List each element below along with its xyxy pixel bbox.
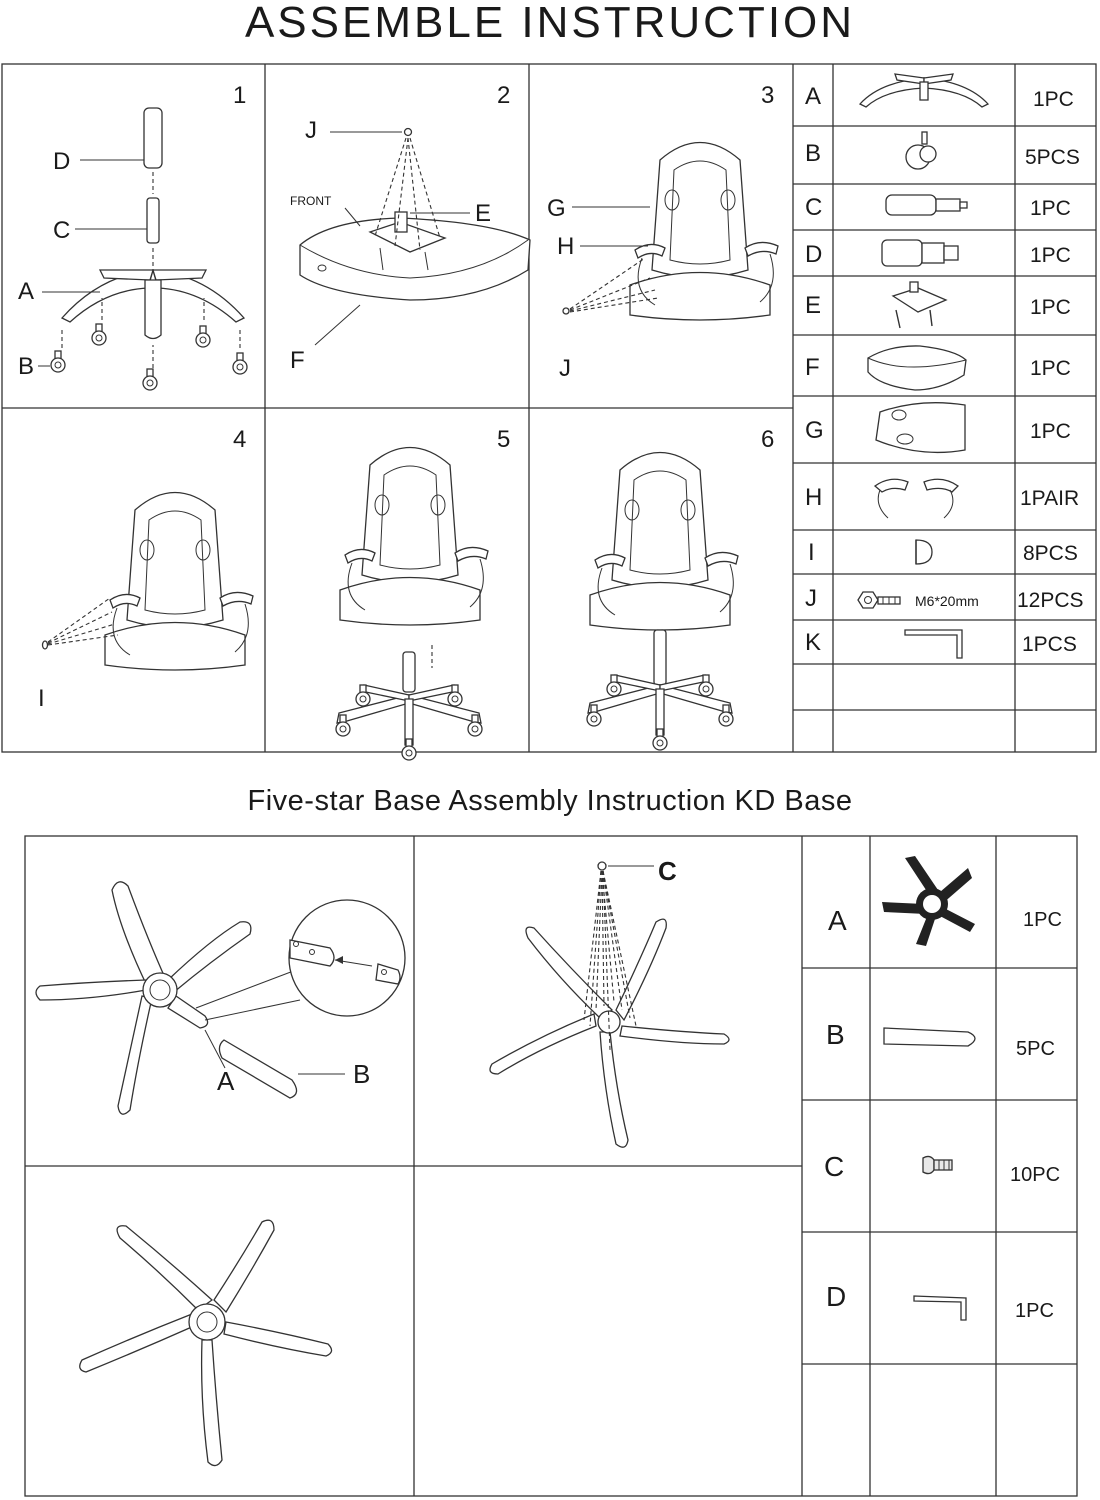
part-qty-b: 5PCS	[1025, 146, 1080, 169]
assembly-grid	[1, 63, 1097, 753]
callout-d: D	[53, 148, 70, 175]
backrest-icon	[875, 402, 966, 454]
step-number-1: 1	[233, 82, 246, 109]
part-qty-f: 1PC	[1030, 357, 1071, 380]
callout-j-step3: J	[559, 355, 571, 382]
gas-lift-icon	[885, 194, 968, 216]
part-qty-c: 1PC	[1030, 197, 1071, 220]
part-letter-c: C	[805, 194, 822, 221]
five-star-base-icon	[858, 73, 990, 108]
allen-key-icon	[904, 629, 963, 659]
base-part-qty-d: 1PC	[1015, 1300, 1054, 1322]
step-3-illustration	[562, 141, 779, 321]
main-title: ASSEMBLE INSTRUCTION	[244, 0, 856, 47]
plastic-cap-icon	[915, 539, 933, 565]
base-screws-illustration	[489, 861, 730, 1148]
step-2-illustration	[299, 127, 531, 346]
base-hub-icon	[882, 856, 975, 946]
part-qty-h: 1PAIR	[1020, 487, 1079, 510]
callout-e: E	[475, 200, 491, 227]
base-part-qty-a: 1PC	[1023, 909, 1062, 931]
part-qty-d: 1PC	[1030, 244, 1071, 267]
bolt-icon	[857, 591, 901, 609]
callout-j: J	[305, 117, 317, 144]
step-number-6: 6	[761, 426, 774, 453]
base-section-title: Five-star Base Assembly Instruction KD B…	[247, 785, 853, 817]
step-number-2: 2	[497, 82, 510, 109]
step-number-4: 4	[233, 426, 246, 453]
step-number-3: 3	[761, 82, 774, 109]
part-letter-d: D	[805, 241, 822, 268]
base-part-qty-c: 10PC	[1010, 1164, 1060, 1186]
part-qty-g: 1PC	[1030, 420, 1071, 443]
step-4-illustration	[41, 491, 254, 671]
callout-f: F	[290, 347, 305, 374]
seat-cushion-icon	[867, 345, 967, 391]
part-letter-a: A	[805, 83, 821, 110]
caster-wheel-icon	[905, 131, 937, 170]
part-letter-j: J	[805, 585, 817, 612]
base-leg-icon	[883, 1027, 976, 1047]
part-letter-e: E	[805, 292, 821, 319]
screw-icon	[922, 1155, 953, 1175]
part-letter-g: G	[805, 417, 824, 444]
part-letter-k: K	[805, 629, 821, 656]
callout-a: A	[18, 278, 34, 305]
part-letter-i: I	[808, 539, 815, 566]
step-1-illustration	[38, 107, 248, 391]
part-qty-i: 8PCS	[1023, 542, 1078, 565]
part-qty-a: 1PC	[1033, 88, 1074, 111]
step-number-5: 5	[497, 426, 510, 453]
callout-g: G	[547, 195, 566, 222]
part-letter-b: B	[805, 140, 821, 167]
base-part-qty-b: 5PC	[1016, 1038, 1055, 1060]
step-5-illustration	[336, 446, 489, 761]
base-part-letter-a: A	[828, 905, 847, 936]
base-allen-key-icon	[913, 1295, 967, 1321]
callout-i: I	[38, 685, 45, 712]
base-callout-b: B	[353, 1059, 370, 1089]
front-label: FRONT	[290, 194, 332, 208]
base-callout-c: C	[658, 856, 677, 886]
armrest-pair-icon	[873, 478, 960, 519]
base-part-letter-b: B	[826, 1019, 845, 1050]
base-callout-a: A	[217, 1066, 235, 1096]
base-part-letter-d: D	[826, 1281, 846, 1312]
bolt-spec: M6*20mm	[915, 593, 979, 609]
part-qty-j: 12PCS	[1017, 589, 1084, 612]
part-qty-e: 1PC	[1030, 296, 1071, 319]
base-assembled-illustration	[79, 1219, 333, 1467]
callout-b: B	[18, 353, 34, 380]
part-letter-h: H	[805, 484, 822, 511]
callout-c: C	[53, 217, 70, 244]
part-qty-k: 1PCS	[1022, 633, 1077, 656]
gas-lift-cover-icon	[881, 239, 959, 267]
base-assembly-grid	[24, 835, 1078, 1497]
part-letter-f: F	[805, 354, 820, 381]
step-6-illustration	[587, 451, 739, 751]
base-part-letter-c: C	[824, 1151, 844, 1182]
tilt-mechanism-icon	[891, 281, 948, 329]
callout-h: H	[557, 233, 574, 260]
base-exploded-illustration	[35, 881, 406, 1115]
